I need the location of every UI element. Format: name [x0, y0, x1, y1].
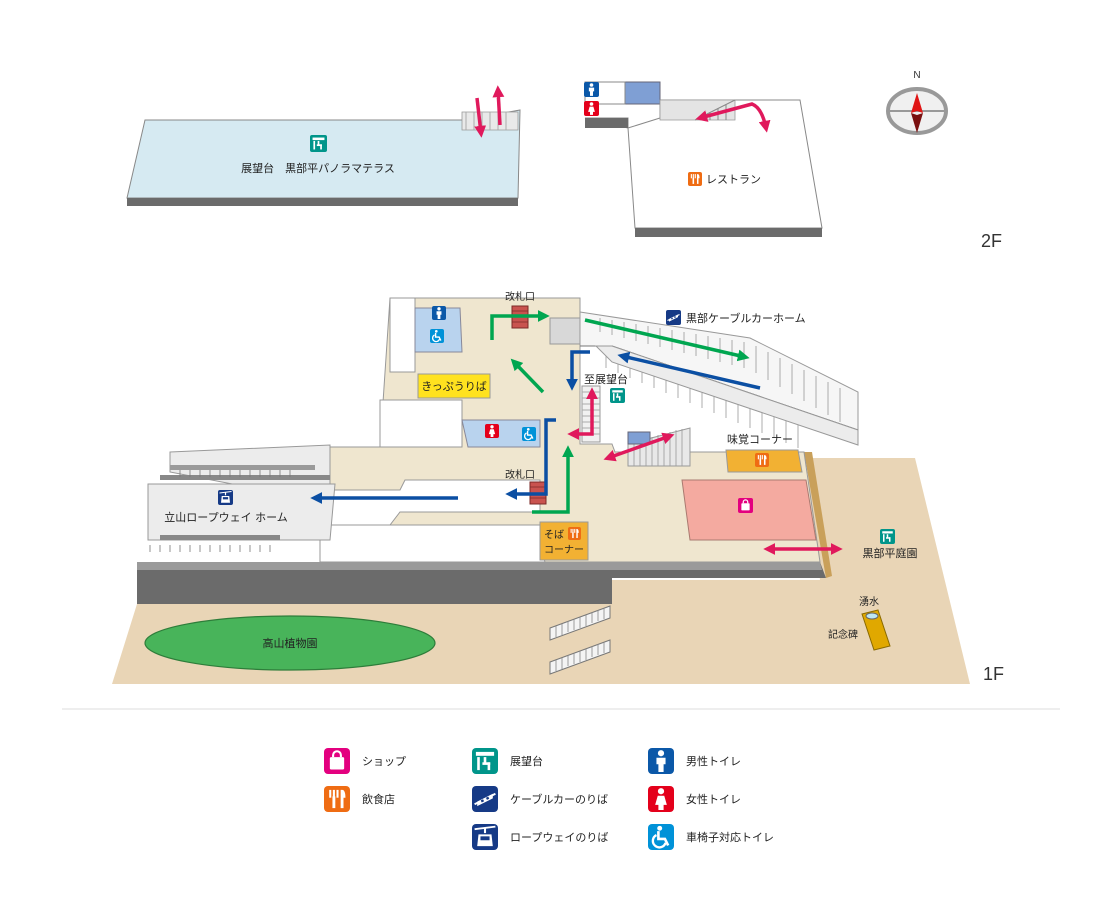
legend-female-toilet: 女性トイレ [648, 784, 741, 814]
legend-ropeway-label: ロープウェイのりば [510, 831, 609, 844]
shop-icon-1f [738, 498, 753, 513]
red-arrow-stair [567, 387, 598, 440]
soba-label-line2: コーナー [544, 544, 584, 556]
blue-arrow-stair [505, 418, 556, 500]
soba-restaurant-icon [568, 527, 581, 540]
male-toilet-icon-1f [432, 306, 446, 320]
to-observation-icon [610, 388, 625, 403]
restaurant-label: レストラン [706, 173, 761, 186]
male-toilet-icon [584, 82, 599, 97]
female-toilet-icon [584, 101, 599, 116]
botanical-label: 高山植物園 [263, 636, 318, 650]
ropeway-platform: 立山ロープウェイ ホーム [147, 444, 336, 552]
garden-stairs [549, 605, 611, 675]
taste-corner: 味覚コーナー [725, 433, 803, 473]
floor-label-2f: 2F [981, 231, 1002, 251]
legend-male-toilet: 男性トイレ [648, 746, 741, 776]
legend-shop: ショップ [324, 746, 406, 776]
legend-restaurant: 飲食店 [324, 784, 395, 814]
green-arrow-cable [584, 318, 750, 362]
spring-label: 湧水 [859, 596, 879, 608]
blue-arrow-hook [566, 350, 590, 391]
ticket-gate-bottom-label: 改札口 [505, 468, 535, 481]
toilet-block-top [414, 306, 463, 353]
monument: 湧水 記念碑 [828, 596, 891, 651]
restaurant-stair-arrow [695, 102, 771, 133]
legend-accessible-toilet: 車椅子対応トイレ [648, 822, 774, 852]
building-wall [137, 562, 826, 604]
cable-car-icon [666, 310, 681, 325]
monument-label: 記念碑 [828, 628, 858, 641]
red-arrow-mikaku [603, 432, 675, 462]
green-arrow-hall [510, 358, 545, 394]
restaurant-storage [624, 81, 661, 105]
soba-corner: そば コーナー [539, 521, 589, 561]
ticket-counter-label: きっぷうりば [421, 380, 487, 393]
white-room-top [389, 297, 416, 373]
legend-ropeway: ロープウェイのりば [472, 822, 608, 852]
ropeway-platform-label: 立山ロープウェイ ホーム [164, 510, 288, 524]
ticket-gate-top-label: 改札口 [505, 290, 535, 303]
cable-platform-label: 黒部ケーブルカーホーム [686, 311, 806, 325]
cable-car-icon [472, 786, 498, 812]
legend-shop-label: ショップ [362, 755, 406, 768]
female-toilet-icon [648, 786, 674, 812]
botanical-garden [144, 615, 436, 671]
legend-cable-car-label: ケーブルカーのりば [510, 793, 609, 806]
accessible-toilet-icon-1f-top [430, 329, 444, 343]
garden-label: 黒部平庭園 [863, 546, 918, 560]
terrace-label: 展望台 黒部平パノラマテラス [241, 161, 395, 175]
observation-icon [310, 135, 327, 152]
female-toilet-icon-1f [485, 424, 499, 438]
taste-corner-restaurant-icon [755, 453, 769, 467]
shop-area [681, 479, 817, 541]
legend-restaurant-label: 飲食店 [362, 793, 395, 806]
ropeway-icon [472, 824, 498, 850]
panorama-terrace: 展望台 黒部平パノラマテラス [126, 85, 521, 206]
cable-gate-block [549, 317, 581, 345]
accessible-toilet-icon-1f [522, 427, 536, 441]
compass-north-label: N [913, 70, 920, 81]
shop-icon [324, 748, 350, 774]
legend-male-toilet-label: 男性トイレ [686, 755, 741, 768]
white-room-left [379, 399, 463, 448]
terrace-stairs [461, 111, 519, 131]
taste-corner-label: 味覚コーナー [727, 433, 793, 446]
terrace-arrow-down [474, 97, 487, 138]
legend-observation-label: 展望台 [510, 755, 543, 768]
toilet-block-middle [461, 419, 541, 448]
observation-icon [472, 748, 498, 774]
restaurant-icon [688, 172, 702, 186]
upper-floor-2f: 展望台 黒部平パノラマテラス [126, 70, 1002, 251]
white-room-bottom [319, 524, 546, 563]
ropeway-icon [218, 490, 233, 505]
flow-arrows [310, 310, 843, 555]
male-toilet-icon [648, 748, 674, 774]
blue-arrow-cable [617, 351, 761, 390]
soba-label-line1: そば [544, 529, 564, 541]
legend-observation: 展望台 [472, 746, 543, 776]
ticket-counter: きっぷうりば [417, 373, 491, 399]
green-arrow-gate [490, 310, 550, 340]
legend-cable-car: ケーブルカーのりば [472, 784, 608, 814]
restaurant-building: レストラン [584, 81, 823, 237]
legend-accessible-toilet-label: 車椅子対応トイレ [686, 831, 774, 844]
accessible-toilet-icon [648, 824, 674, 850]
restaurant-icon [324, 786, 350, 812]
compass: N [886, 70, 948, 135]
lower-floor-1f: 高山植物園 湧水 記念碑 黒部平庭園 [112, 290, 1004, 684]
legend-female-toilet-label: 女性トイレ [686, 793, 741, 806]
to-observation-label: 至展望台 [584, 372, 628, 386]
garden-observation-icon [880, 529, 895, 544]
floor-label-1f: 1F [983, 664, 1004, 684]
green-arrow-bottom [532, 445, 574, 514]
terrace-arrow-up [492, 85, 505, 126]
legend: ショップ 飲食店 展望台 ケーブルカーのりば ロープウェイのりば 男性トイレ 女… [0, 740, 1120, 860]
